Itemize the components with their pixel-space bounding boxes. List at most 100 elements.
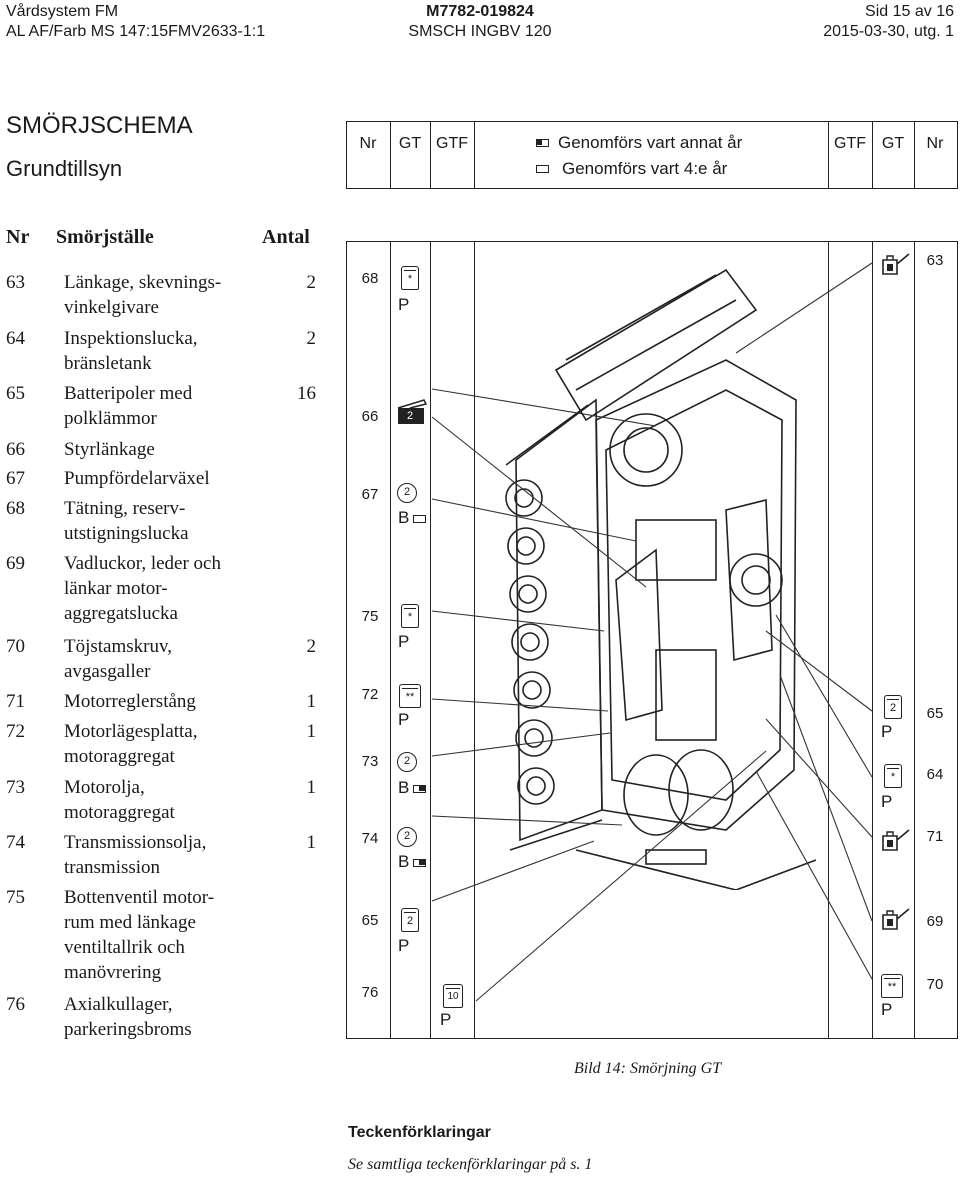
row-qty: 1 [306,691,317,712]
row-name: Vadluckor, leder och [64,553,221,574]
left-item-nr: 72 [361,686,379,703]
left-item-nr: 73 [361,753,379,770]
oil-can-icon [882,253,910,275]
row-name: Töjstamskruv, [64,636,173,657]
row-name: Motorreglerstång [64,691,196,712]
row-name-cont: manövrering [64,962,162,983]
row-qty: 2 [306,636,317,657]
col-nr-right: Nr [926,135,944,152]
table-header-nr: Nr [6,226,30,248]
lubricant-can-icon: 10 [443,984,463,1008]
leader-lines [431,262,873,1002]
row-qty: 16 [297,383,316,404]
vehicle-illustration [505,268,817,890]
row-name-cont: bränsletank [64,353,152,374]
row-name-cont: länkar motor- [64,578,168,599]
lubricant-can-icon: * [401,266,419,290]
diagram-frame [346,241,958,1039]
left-item-letter: P [398,936,410,955]
row-name: Motorolja, [64,777,145,798]
lubricant-can-icon: * [401,604,419,628]
left-item-nr: 76 [361,984,379,1001]
row-nr: 76 [6,994,25,1015]
left-item-letter: P [398,295,410,314]
col-nr-left: Nr [359,135,377,152]
col-gtf-left: GTF [436,135,468,152]
row-nr: 71 [6,691,25,712]
row-nr: 64 [6,328,25,349]
every-fourth-year-icon [536,165,549,173]
header-date: 2015-03-30, utg. 1 [823,23,954,40]
every-second-year-icon [413,859,426,867]
oil-can-icon [882,829,910,851]
row-name-cont: motoraggregat [64,802,175,823]
lubricant-can-icon: ** [399,684,421,708]
row-name: Motorlägesplatta, [64,721,198,742]
row-qty: 1 [306,721,317,742]
right-item-letter: P [881,1000,893,1019]
lubricant-can-icon: 2 [401,908,419,932]
row-name-cont: transmission [64,857,161,878]
row-nr: 65 [6,383,25,404]
row-name: Transmissionsolja, [64,832,207,853]
left-item-nr: 67 [361,486,379,503]
legend-line1: Genomförs vart annat år [558,133,743,152]
row-name-cont: avgasgaller [64,661,151,682]
left-item-letter: P [398,710,410,729]
row-qty: 1 [306,777,317,798]
grease-gun-qty: 2 [406,410,414,422]
grease-circle-icon: 2 [397,483,417,503]
row-name-cont: utstigningslucka [64,523,189,544]
header-left-line1: Vårdsystem FM [6,3,119,20]
row-nr: 74 [6,832,25,853]
header-left-line2: AL AF/Farb MS 147:15FMV2633-1:1 [6,23,266,40]
oil-can-icon [882,908,910,930]
left-item-letter: P [398,632,410,651]
right-item-nr: 65 [926,705,944,722]
row-name: Inspektionslucka, [64,328,198,349]
every-fourth-year-icon [413,515,426,523]
right-item-nr: 64 [926,766,944,783]
col-gtf-right: GTF [834,135,866,152]
header-doc-title: SMSCH INGBV 120 [408,23,552,40]
row-name-cont: ventiltallrik och [64,937,185,958]
row-name: Axialkullager, [64,994,173,1015]
grease-gun-icon [397,399,428,424]
row-nr: 68 [6,498,25,519]
right-item-nr: 71 [926,828,944,845]
row-qty: 2 [306,328,317,349]
row-name-cont: rum med länkage [64,912,196,933]
grease-circle-icon: 2 [397,752,417,772]
row-nr: 75 [6,887,25,908]
left-item-letter: B [398,508,410,527]
right-item-nr: 69 [926,913,944,930]
row-nr: 66 [6,439,25,460]
row-nr: 72 [6,721,25,742]
row-name: Länkage, skevnings- [64,272,222,293]
row-name-cont: aggregatslucka [64,603,178,624]
right-item-nr: 70 [926,976,944,993]
col-gt-right: GT [881,135,905,152]
col-gt-left: GT [398,135,422,152]
left-item-letter: B [398,852,410,871]
left-item-nr: 68 [361,270,379,287]
left-item-letter: P [440,1010,452,1029]
every-second-year-icon [536,139,549,147]
row-name: Batteripoler med [64,383,193,404]
left-item-nr: 74 [361,830,379,847]
row-nr: 63 [6,272,25,293]
figure-caption: Bild 14: Smörjning GT [574,1060,722,1077]
lubricant-can-icon: * [884,764,902,788]
left-item-nr: 65 [361,912,379,929]
row-name-cont: polklämmor [64,408,157,429]
table-header-name: Smörjställe [56,226,154,248]
legend-header-box [346,121,958,189]
left-item-nr: 75 [361,608,379,625]
row-qty: 2 [306,272,317,293]
lubricant-can-icon: ** [881,974,903,998]
row-name: Pumpfördelarväxel [64,468,210,489]
row-name: Styrlänkage [64,439,155,460]
row-name-cont: vinkelgivare [64,297,159,318]
row-name-cont: motoraggregat [64,746,175,767]
left-item-nr: 66 [361,408,379,425]
